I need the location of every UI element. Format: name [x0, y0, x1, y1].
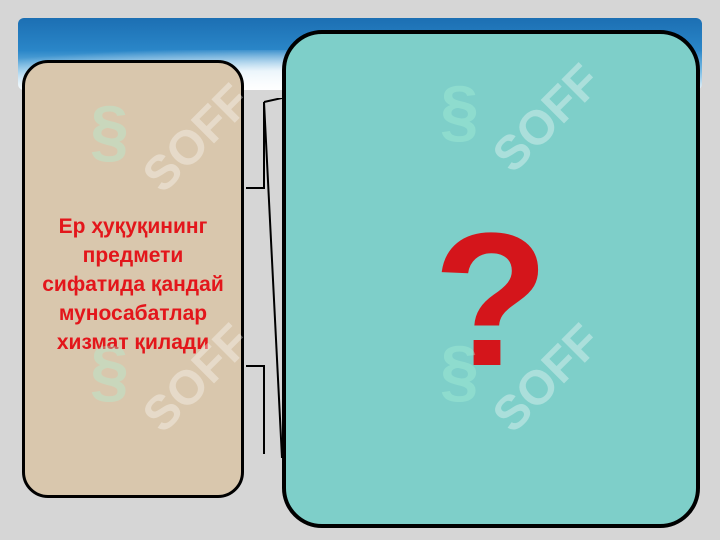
question-text: Ер ҳуқуқининг предмети сифатида қандай м… — [42, 214, 224, 354]
answer-box: ? — [282, 30, 700, 528]
question-box: Ер ҳуқуқининг предмети сифатида қандай м… — [22, 60, 244, 498]
connector-line-upper — [263, 98, 282, 103]
connector-line-top — [246, 101, 282, 458]
bracket-connector — [246, 98, 282, 458]
question-mark: ? — [432, 194, 550, 406]
connector-line-bottom — [246, 365, 265, 454]
